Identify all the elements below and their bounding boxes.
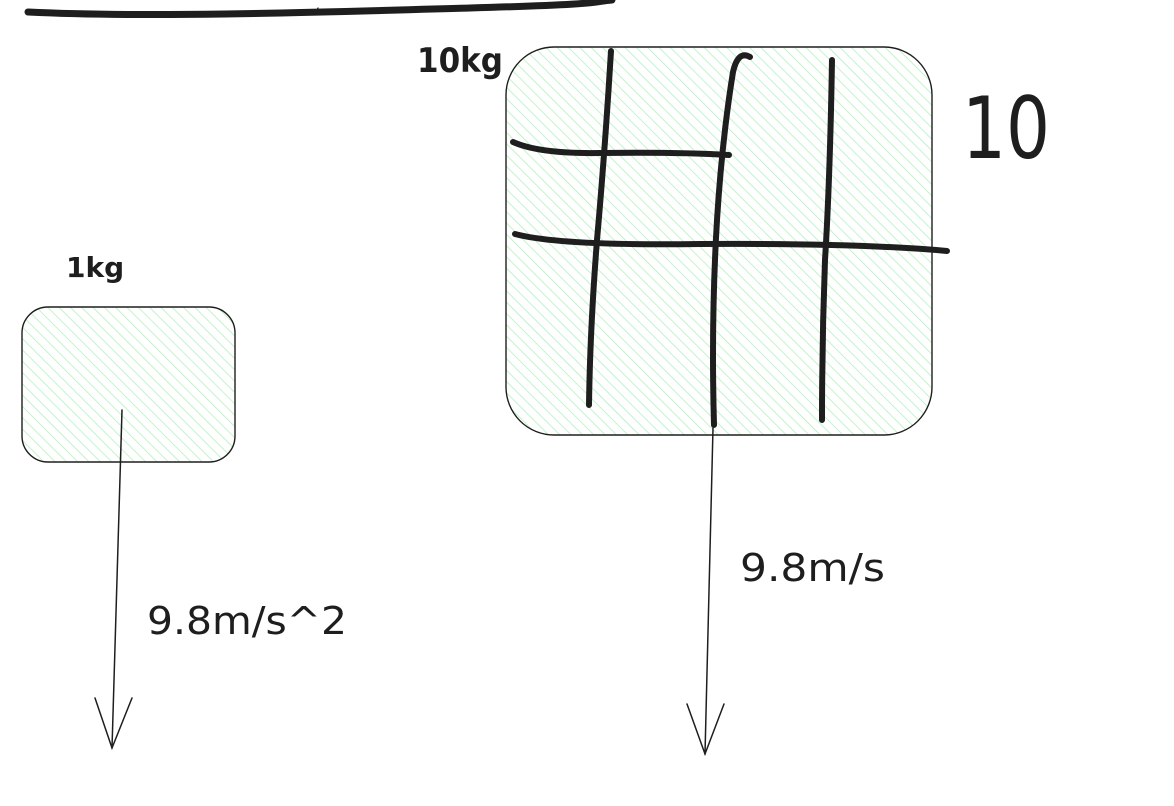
small-mass-box[interactable]	[21, 306, 236, 463]
small-mass-label[interactable]: 1kg	[66, 251, 124, 284]
large-mass-label[interactable]: 10kg	[417, 41, 503, 81]
grid-horizontal-top	[510, 139, 732, 158]
small-arrow-head	[94, 697, 133, 751]
top-scribble-notch	[271, 7, 319, 16]
large-acceleration-label[interactable]: 9.8m/s	[740, 546, 885, 590]
large-arrow-shaft	[704, 427, 714, 755]
small-arrow-shaft	[111, 409, 123, 749]
grid-horizontal-middle	[512, 231, 950, 254]
top-scribble-stroke[interactable]	[24, 0, 616, 19]
grid-vertical-right	[819, 57, 835, 423]
grid-vertical-left	[586, 48, 614, 408]
small-acceleration-label[interactable]: 9.8m/s^2	[147, 599, 347, 643]
large-gravity-arrow[interactable]	[686, 427, 725, 757]
grid-vertical-middle	[710, 52, 753, 428]
large-count-label[interactable]: 10	[962, 79, 1050, 179]
small-gravity-arrow[interactable]	[94, 409, 133, 751]
grid-scribble[interactable]	[510, 48, 950, 428]
large-arrow-head	[686, 703, 725, 757]
